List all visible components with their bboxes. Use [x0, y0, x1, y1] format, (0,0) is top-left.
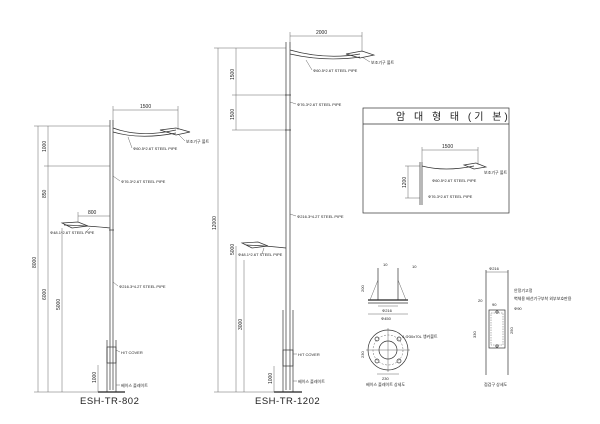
- right-dim-1500-a: 1500: [230, 69, 236, 80]
- left-dim-arm-low: 800: [88, 210, 97, 216]
- base-dim-bolt: 4-Φ30x70L 앵커볼트: [402, 333, 438, 339]
- left-pole-door-cover: [106, 346, 117, 364]
- left-pole-model-label: ESH-TR-802: [80, 396, 139, 407]
- arm-detail-label-arm-pipe: Φ60.5*2.6T STEEL PIPE: [432, 178, 477, 183]
- left-pole-elevation: 1500 800 8000 1000 850 6000 5000 1000 보조…: [32, 104, 210, 407]
- right-pole-top-arm: [289, 49, 361, 57]
- left-dim-6000: 6000: [42, 289, 48, 300]
- inspection-door-detail: Φ216 90 20 330 250 안정기고정 벽체용 배선기구부착 외부보호…: [472, 266, 572, 387]
- base-dim-side: 200: [360, 285, 365, 292]
- door-detail-title: 점검구 상세도: [484, 381, 508, 387]
- left-pole-low-arm: [63, 224, 111, 229]
- right-pole-door-cover: [282, 349, 294, 367]
- right-pole-model-label: ESH-TR-1202: [255, 396, 320, 407]
- arm-detail-dim-height: 1200: [402, 177, 408, 188]
- left-label-base: 베이스 플레이트: [121, 382, 148, 388]
- arm-detail-label-lamp: 보조기구 볼트: [484, 169, 508, 175]
- right-dim-total: 12000: [212, 216, 218, 230]
- base-dim-top: 10: [383, 262, 388, 267]
- right-pole-low-lamp-head: [240, 241, 269, 249]
- left-dim-5000: 5000: [56, 299, 62, 310]
- left-label-arm-pipe: Φ60.5*2.6T STEEL PIPE: [133, 146, 178, 151]
- base-dim-top-b: 10: [412, 264, 417, 269]
- base-dim-bottom: 230: [382, 376, 389, 381]
- left-label-low-arm: Φ48.1*2.6T STEEL PIPE: [50, 230, 95, 235]
- arm-detail-arm: [421, 165, 475, 170]
- base-detail-title: 베이스 플레이트 상세도: [366, 381, 405, 387]
- door-label-b: 벽체용 배선기구부착 외부보호판용: [514, 295, 572, 301]
- left-label-pipe-low: Φ216.3*4.2T STEEL PIPE: [119, 284, 166, 289]
- left-dim-arm-top: 1500: [140, 104, 151, 110]
- base-dim-pcd: 230: [360, 351, 365, 358]
- right-label-base: 베이스 플레이트: [298, 378, 325, 384]
- arm-detail-label-pipe: Φ76.3*2.6T STEEL PIPE: [428, 194, 473, 199]
- anchor-bolt-hole: [396, 336, 402, 342]
- right-dim-5000: 5000: [230, 244, 236, 255]
- left-label-cover: H/T COVER: [121, 350, 143, 355]
- base-plate-detail: 10 10 200 Φ216 Φ450 4-Φ30x70L 앵커볼트 230 2…: [360, 262, 438, 387]
- anchor-bolt-hole: [374, 336, 380, 342]
- right-label-arm-pipe: Φ60.5*2.6T STEEL PIPE: [313, 68, 358, 73]
- door-dim-width: 90: [492, 302, 497, 307]
- left-dim-1000-top: 1000: [42, 141, 48, 152]
- door-dim-h1: 330: [472, 331, 477, 338]
- left-dim-850: 850: [42, 189, 48, 198]
- arm-detail-title: 암 대 형 태 (기 본): [396, 111, 511, 123]
- right-label-cover: H/T COVER: [298, 352, 320, 357]
- base-dim-pipe: Φ216: [382, 308, 393, 313]
- door-dim-dia: Φ216: [489, 266, 500, 271]
- right-dim-1500-b: 1500: [230, 109, 236, 120]
- base-dim-plate: Φ450: [381, 316, 392, 321]
- left-label-pipe-mid: Φ76.3*2.6T STEEL PIPE: [121, 179, 166, 184]
- right-pole-elevation: 2000 12000 1500 1500 5000 3000 1000 보조기구…: [212, 30, 395, 407]
- right-dim-3000: 3000: [238, 319, 244, 330]
- door-label-c: Φ90: [514, 306, 522, 311]
- right-dim-1000: 1000: [268, 373, 274, 384]
- anchor-bolt-hole: [374, 358, 380, 364]
- arm-detail-lamp-head: [462, 162, 488, 170]
- arm-detail-box: 암 대 형 태 (기 본) 1500 1200 보조기구 볼트 Φ60.5*2.…: [362, 107, 511, 214]
- left-pole-low-lamp-head: [60, 221, 89, 229]
- left-dim-total: 8000: [32, 257, 38, 268]
- left-pole-top-arm: [112, 127, 177, 134]
- door-dim-offset: 20: [478, 298, 483, 303]
- arm-detail-dim-width: 1500: [442, 144, 453, 150]
- door-dim-h2: 250: [509, 327, 514, 334]
- right-dim-arm-top: 2000: [316, 30, 327, 36]
- left-pole-top-lamp-head: [159, 127, 191, 136]
- arm-detail-frame: [362, 107, 510, 214]
- left-label-lamp: 보조기구 볼트: [186, 138, 210, 144]
- anchor-bolt-hole: [396, 358, 402, 364]
- right-label-low-arm: Φ48.1*2.6T STEEL PIPE: [238, 252, 283, 257]
- left-dim-1000-bot: 1000: [92, 372, 98, 383]
- right-label-lamp: 보조기구 볼트: [371, 59, 395, 65]
- right-pole-top-lamp-head: [345, 50, 376, 59]
- door-label-a: 안정기고정: [514, 287, 533, 293]
- right-label-pipe-mid: Φ76.3*2.6T STEEL PIPE: [297, 102, 342, 107]
- inspection-door-opening: [488, 309, 506, 349]
- right-label-pipe-low: Φ216.3*4.2T STEEL PIPE: [297, 214, 344, 219]
